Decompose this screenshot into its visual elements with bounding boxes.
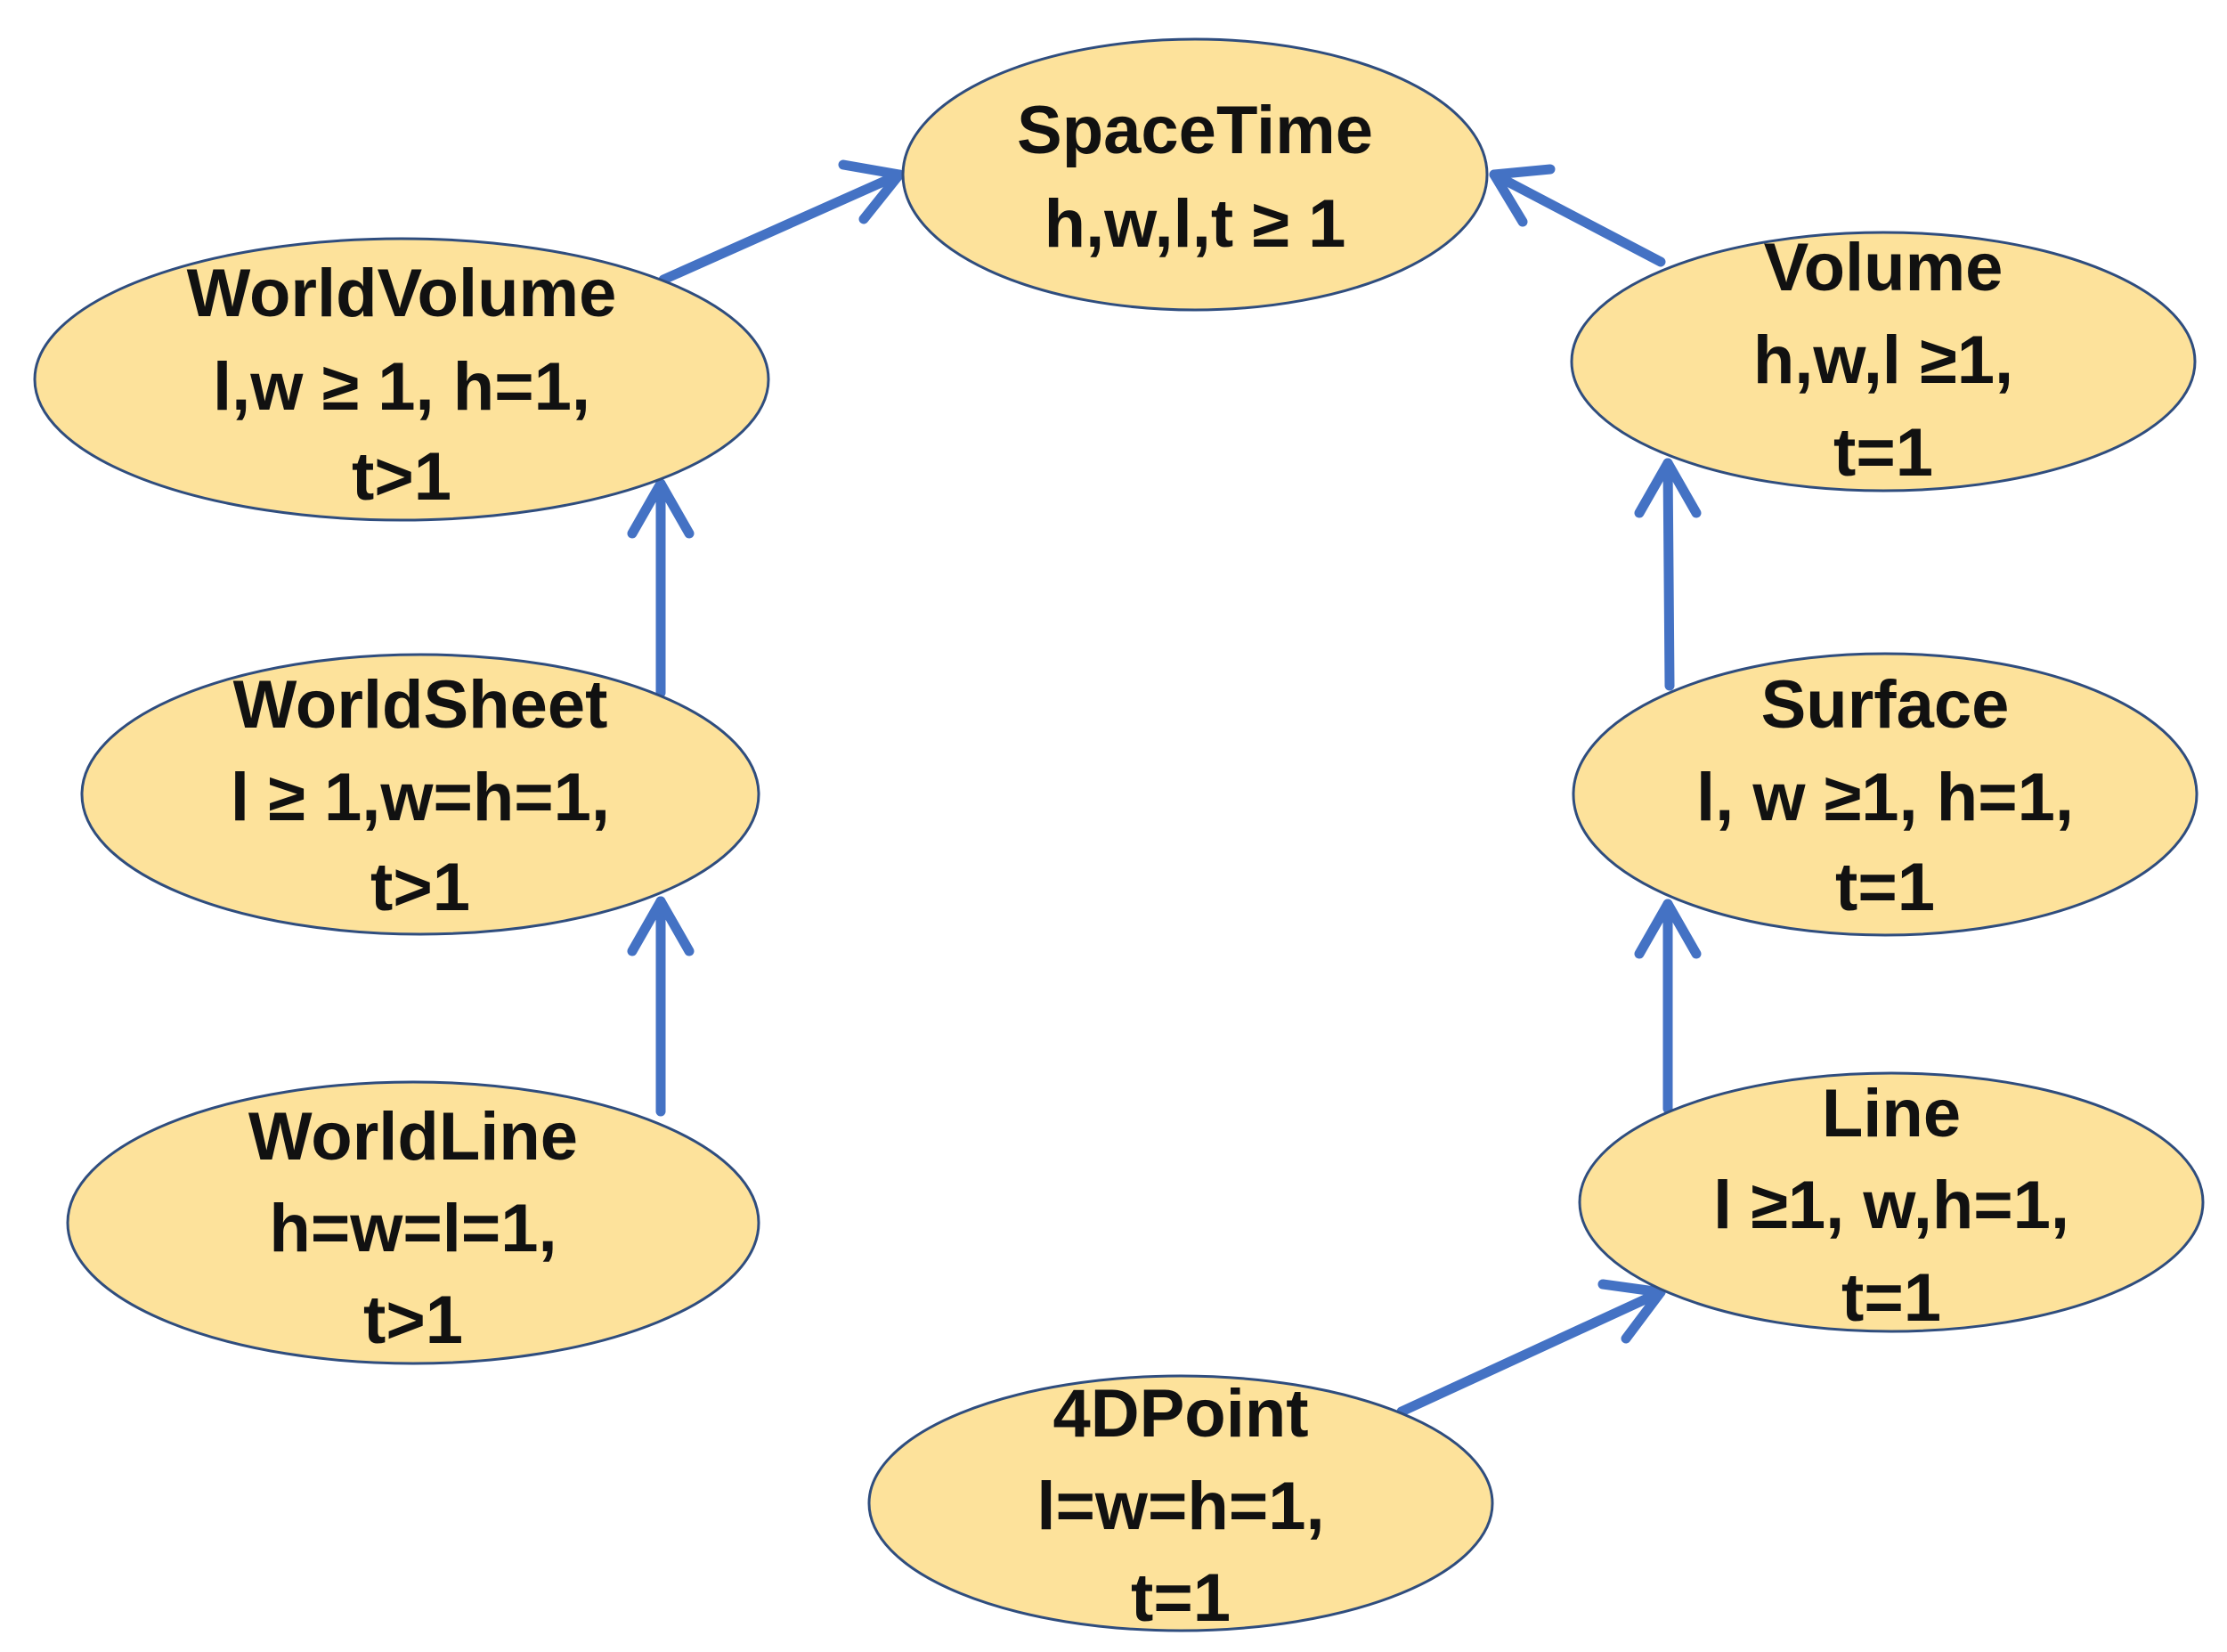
node-4dpoint-time: t=1 (1131, 1560, 1231, 1636)
node-worldvolume: WorldVolume l,w ≥ 1, h=1, t>1 (33, 237, 770, 522)
node-worldline-name: WorldLine (248, 1099, 578, 1175)
node-worldsheet-name: WorldSheet (233, 667, 608, 743)
node-spacetime-name: SpaceTime (1017, 93, 1373, 168)
edge-volume-to-spacetime (1489, 164, 1666, 267)
node-surface-name: Surface (1761, 667, 2010, 743)
edge-line-to-surface (1634, 899, 1702, 1114)
node-worldline-time: t>1 (363, 1282, 463, 1358)
node-volume: Volume h,w,l ≥1, t=1 (1570, 230, 2197, 492)
node-worldvolume-time: t>1 (352, 439, 451, 515)
node-volume-constraints: h,w,l ≥1, (1753, 322, 2013, 398)
edge-4dpoint-to-line (1396, 1279, 1666, 1417)
node-surface-time: t=1 (1835, 850, 1935, 925)
node-volume-time: t=1 (1833, 415, 1933, 491)
edge-surface-to-volume (1634, 458, 1702, 691)
node-4dpoint-name: 4DPoint (1053, 1376, 1308, 1452)
edge-worldvolume-to-spacetime (658, 159, 905, 285)
node-spacetime: SpaceTime h,w,l,t ≥ 1 (901, 37, 1489, 312)
node-worldline-constraints: h=w=l=1, (269, 1191, 557, 1266)
node-4dpoint: 4DPoint l=w=h=1, t=1 (867, 1374, 1494, 1636)
node-volume-name: Volume (1764, 230, 2003, 305)
node-line-time: t=1 (1841, 1260, 1941, 1336)
node-line-name: Line (1822, 1076, 1961, 1152)
node-4dpoint-constraints: l=w=h=1, (1036, 1469, 1324, 1544)
node-worldsheet-constraints: l ≥ 1,w=h=1, (231, 760, 610, 835)
node-worldvolume-name: WorldVolume (187, 256, 617, 331)
node-worldvolume-constraints: l,w ≥ 1, h=1, (213, 349, 590, 425)
node-worldsheet: WorldSheet l ≥ 1,w=h=1, t>1 (80, 653, 760, 936)
node-worldsheet-time: t>1 (370, 850, 470, 925)
node-surface: Surface l, w ≥1, h=1, t=1 (1572, 652, 2199, 937)
node-line: Line l ≥1, w,h=1, t=1 (1578, 1071, 2205, 1336)
node-worldline: WorldLine h=w=l=1, t>1 (66, 1080, 760, 1365)
node-line-constraints: l ≥1, w,h=1, (1713, 1168, 2069, 1243)
edge-worldline-to-worldsheet (627, 896, 695, 1117)
node-surface-constraints: l, w ≥1, h=1, (1696, 760, 2074, 835)
node-spacetime-constraints: h,w,l,t ≥ 1 (1044, 186, 1346, 262)
edge-worldsheet-to-worldvolume (627, 478, 695, 698)
